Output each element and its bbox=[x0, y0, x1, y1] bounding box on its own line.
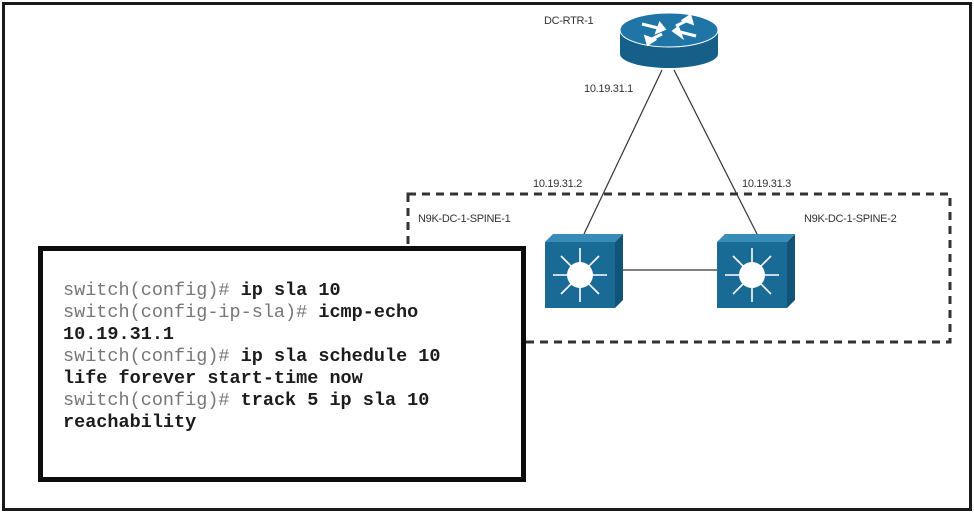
cli-line: switch(config-ip-sla)# icmp-echo bbox=[63, 302, 440, 324]
link-router-spine-1 bbox=[583, 69, 663, 235]
cli-prompt: switch(config)# bbox=[63, 346, 241, 367]
spine-2-switch-icon[interactable] bbox=[717, 234, 795, 308]
spine-1-name-label: N9K-DC-1-SPINE-1 bbox=[418, 213, 511, 225]
cli-command: icmp-echo bbox=[318, 302, 419, 323]
router-icon[interactable] bbox=[619, 12, 719, 68]
cli-prompt: switch(config)# bbox=[63, 280, 241, 301]
spine-1-ip-label: 10.19.31.2 bbox=[533, 178, 582, 190]
spine-2-name-label: N9K-DC-1-SPINE-2 bbox=[804, 213, 897, 225]
cli-line: switch(config)# ip sla 10 bbox=[63, 280, 440, 302]
cli-command: life forever start-time now bbox=[63, 368, 363, 389]
spine-1-switch-icon[interactable] bbox=[545, 234, 623, 308]
cli-line: 10.19.31.1 bbox=[63, 324, 440, 346]
cli-command: reachability bbox=[63, 412, 197, 433]
cli-line: switch(config)# ip sla schedule 10 bbox=[63, 346, 440, 368]
cli-line: switch(config)# track 5 ip sla 10 bbox=[63, 390, 440, 412]
cli-line: reachability bbox=[63, 412, 440, 434]
link-router-spine-2 bbox=[673, 69, 758, 235]
cli-command: 10.19.31.1 bbox=[63, 324, 175, 345]
cli-line: life forever start-time now bbox=[63, 368, 440, 390]
cli-command: track 5 ip sla 10 bbox=[240, 390, 430, 411]
cli-command: ip sla 10 bbox=[240, 280, 341, 301]
router-ip-label: 10.19.31.1 bbox=[584, 83, 633, 95]
cli-prompt: switch(config)# bbox=[63, 390, 241, 411]
router-name-label: DC-RTR-1 bbox=[544, 15, 594, 27]
spine-2-ip-label: 10.19.31.3 bbox=[742, 178, 791, 190]
cli-command: ip sla schedule 10 bbox=[240, 346, 441, 367]
cli-prompt: switch(config-ip-sla)# bbox=[63, 302, 319, 323]
